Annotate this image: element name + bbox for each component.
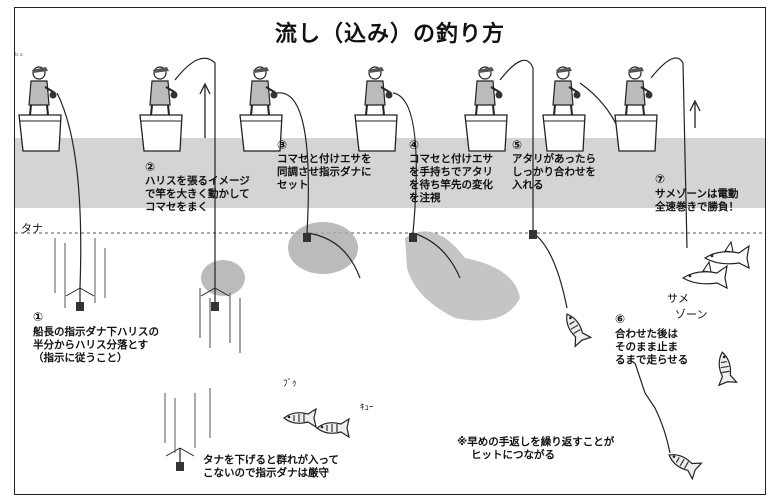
- step-6-text: 合わせた後はそのまま止まるまで走らせる: [615, 328, 689, 366]
- step-2-text: ハリスを張るイメージで竿を大きく動かしてコマセをまく: [145, 175, 250, 213]
- fish-sound-1: ﾌﾞｩ: [283, 379, 297, 389]
- diagram-title: 流し（込み）の釣り方: [274, 22, 505, 47]
- warning-text: タナを下げると群れが入ってこないので指示ダナは厳守: [203, 454, 339, 479]
- step-4-text: コマセと付けエサを手持ちでアタリを待ち竿先の変化を注視: [409, 153, 493, 204]
- step-5-number: ⑤: [512, 138, 523, 152]
- step-2-number: ②: [145, 160, 156, 174]
- same-zone-label-2: ゾーン: [675, 308, 708, 321]
- fishing-illustration: [15, 57, 765, 480]
- step-4-number: ④: [409, 138, 420, 152]
- step-1-number: ①: [33, 310, 44, 324]
- step-5-text: アタリがあったらしっかり合わせを入れる: [512, 153, 596, 191]
- step-7-text: サメゾーンは電動全速巻きで勝負！: [655, 188, 739, 213]
- fish-sound-2: ｷｭｰ: [360, 403, 374, 413]
- step-3-text: コマセと付けエサを同調させ指示ダナにセット: [277, 153, 372, 191]
- diagram-frame: b.a 流し（込み）の釣り方 タナ サメ ゾーン ① 船長の指示ダナ下ハリスの半…: [14, 7, 766, 495]
- step-7-number: ⑦: [655, 172, 666, 186]
- same-zone-label-1: サメ: [667, 292, 689, 305]
- step-1-text: 船長の指示ダナ下ハリスの半分からハリス分落とす（指示に従うこと）: [33, 326, 159, 364]
- step-3-number: ③: [277, 138, 288, 152]
- tana-label: タナ: [21, 222, 43, 235]
- tip-text: ※早めの手返しを繰り返すことがヒットにつながる: [457, 436, 615, 461]
- corner-mark: b.a: [15, 52, 23, 58]
- step-6-number: ⑥: [615, 312, 626, 326]
